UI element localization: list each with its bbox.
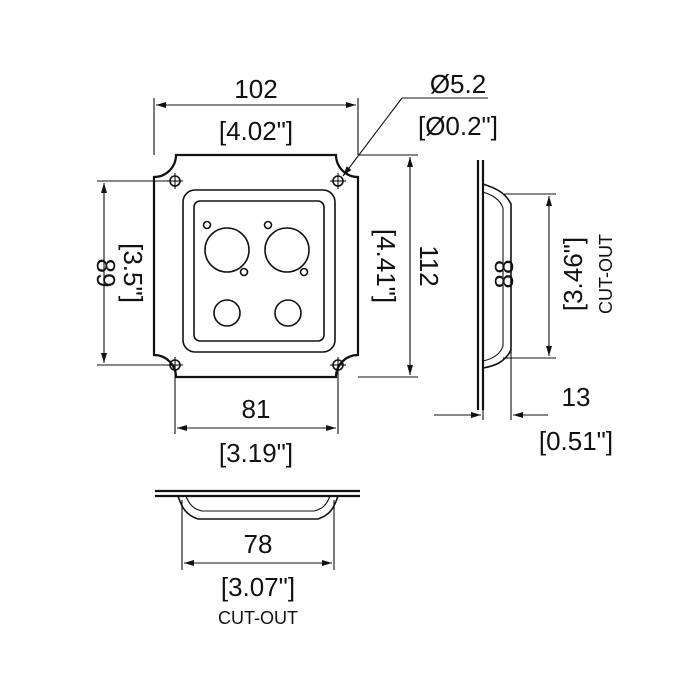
dim-side-cutout-in: [3.46"]	[558, 237, 588, 311]
leader-hole-diameter	[342, 97, 403, 177]
xlr-cutout-right	[263, 220, 310, 277]
dim-top-width-mm: 102	[234, 74, 277, 104]
dim-right-height-in: [4.41"]	[371, 229, 401, 303]
outer-flange-outline	[152, 153, 360, 379]
recess-outer-edge	[182, 189, 336, 353]
side-profile-cup	[482, 183, 512, 369]
dim-hole-diameter-in: [Ø0.2"]	[418, 111, 498, 141]
dim-bottom-cutout-mm: 78	[244, 529, 273, 559]
recess-inner-edge	[193, 200, 325, 342]
xlr-cutout-left	[202, 220, 250, 277]
dim-bottom-width-mm: 81	[242, 394, 271, 424]
round-hole-left	[213, 299, 241, 327]
dim-bottom-width-in: [3.19"]	[219, 438, 293, 468]
side-view: 88 [3.46"] CUT-OUT 13 [0.51"]	[434, 160, 616, 456]
bottom-view: 78 [3.07"] CUT-OUT	[155, 489, 360, 628]
dim-bottom-cutout-in: [3.07"]	[221, 572, 295, 602]
round-hole-right	[274, 299, 302, 327]
front-view: 102 [4.02"] Ø5.2 [Ø0.2"] 89 [3.5"] 112 […	[91, 69, 498, 468]
dim-side-cutout-label: CUT-OUT	[596, 234, 616, 314]
dim-left-height-mm: 89	[91, 259, 121, 288]
dim-right-height-mm: 112	[414, 245, 444, 286]
dim-left-height-in: [3.5"]	[118, 243, 148, 303]
dim-bottom-cutout-label: CUT-OUT	[218, 608, 298, 628]
dim-hole-diameter-mm: Ø5.2	[430, 69, 486, 99]
dim-side-cutout-mm: 88	[489, 260, 519, 289]
dim-top-width-in: [4.02"]	[219, 116, 293, 146]
mounting-hole-top-right	[330, 173, 346, 189]
dim-depth-mm: 13	[562, 382, 591, 412]
bottom-profile-cup	[177, 495, 339, 520]
dim-depth-in: [0.51"]	[539, 426, 613, 456]
